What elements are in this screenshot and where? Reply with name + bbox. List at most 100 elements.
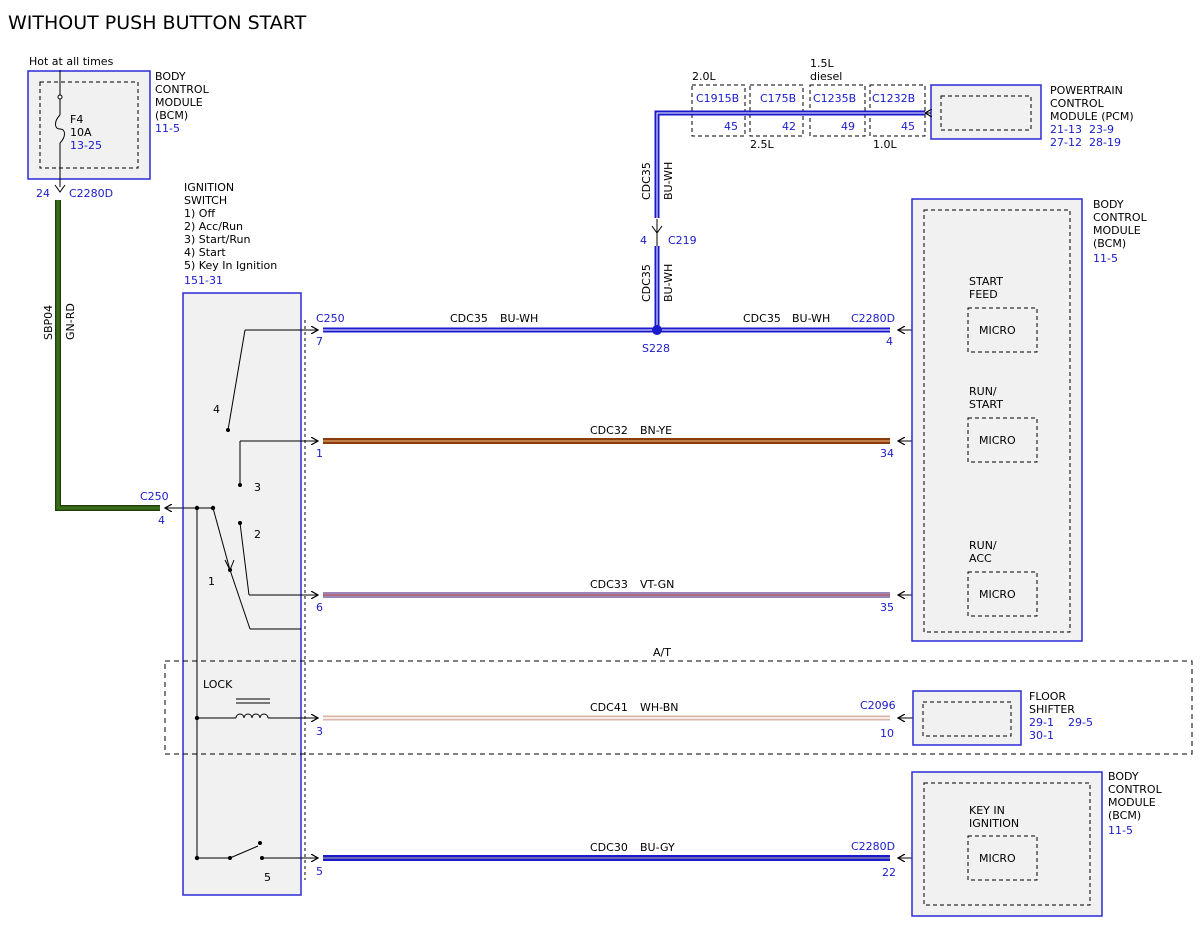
- switch-label-2: SWITCH: [184, 194, 227, 207]
- bcm-key-name-1: BODY: [1108, 770, 1139, 783]
- wire-3-color: VT-GN: [640, 578, 674, 591]
- wire-4-circuit: CDC41: [590, 701, 628, 714]
- wire-4-left-pin: 3: [316, 725, 323, 738]
- pcm-name-1: POWERTRAIN: [1050, 84, 1123, 97]
- floor-shifter-ref-2: 29-5: [1068, 716, 1093, 729]
- wire-1-color: BU-WH: [500, 312, 538, 325]
- micro-start-feed-label: MICRO: [979, 324, 1016, 337]
- micro-run-start: [967, 417, 1038, 463]
- pcm-name-2: CONTROL: [1050, 97, 1105, 110]
- micro-run-start-label: MICRO: [979, 434, 1016, 447]
- wire-4-right-pin: 10: [880, 727, 894, 740]
- key-in-ignition-label-1: KEY IN: [969, 804, 1005, 817]
- pcm-ref-2: 23-9: [1089, 123, 1114, 136]
- feed-wire: SBP04 GN-RD C250 4: [42, 200, 183, 527]
- floor-shifter-inner: [922, 701, 1012, 737]
- switch-position-off: 1) Off: [184, 207, 215, 220]
- wire-cdc41: 3 CDC41 WH-BN 10 C2096: [305, 699, 918, 740]
- pcm-name-3: MODULE (PCM): [1050, 110, 1134, 123]
- switch-position-start-run: 3) Start/Run: [184, 233, 250, 246]
- ignition-switch: IGNITION SWITCH 1) Off 2) Acc/Run 3) Sta…: [182, 181, 306, 896]
- wire-3-circuit: CDC33: [590, 578, 628, 591]
- pcm-pin-1: 45: [724, 120, 738, 133]
- switch-pos-1: 1: [208, 575, 215, 588]
- run-start-label-2: START: [969, 398, 1003, 411]
- upper-wire-circuit: CDC35: [640, 162, 653, 200]
- bcm-main-inner: [923, 209, 1071, 633]
- wire-2-color: BN-YE: [640, 424, 672, 437]
- splice-dot: [652, 325, 662, 335]
- lower-wire-color: BU-WH: [662, 264, 675, 302]
- micro-run-acc: [967, 571, 1038, 617]
- key-in-ignition-label-2: IGNITION: [969, 817, 1019, 830]
- wire-2-right-pin: 34: [880, 447, 894, 460]
- wire-5-circuit: CDC30: [590, 841, 628, 854]
- fuse-bcm-module: Hot at all times F4 10A 13-25 BODY CONTR…: [27, 55, 210, 200]
- pcm-pin-2: 42: [782, 120, 796, 133]
- connector-chevron-icon: [54, 184, 66, 193]
- pcm-engine-2-0: 2.0L: [692, 70, 716, 83]
- bcm-key-name-3: MODULE: [1108, 796, 1156, 809]
- pcm-engine-1-5: 1.5L: [810, 57, 834, 70]
- wire-3-left-pin: 6: [316, 601, 323, 614]
- bcm-key-module: BODY CONTROL MODULE (BCM) 11-5 KEY IN IG…: [911, 770, 1163, 917]
- pcm-box: [930, 84, 1042, 140]
- pcm-pin-3: 49: [841, 120, 855, 133]
- switch-position-key-in: 5) Key In Ignition: [184, 259, 277, 272]
- fuse-bcm-box: [27, 70, 151, 180]
- pcm-ref-4: 28-19: [1089, 136, 1121, 149]
- bcm-key-ref: 11-5: [1108, 824, 1133, 837]
- switch-input-connector: C250: [140, 490, 169, 503]
- switch-position-acc-run: 2) Acc/Run: [184, 220, 243, 233]
- pcm-engine-diesel: diesel: [810, 70, 842, 83]
- c219-pin: 4: [640, 234, 647, 247]
- fuse-rating: 10A: [70, 126, 92, 139]
- switch-label-1: IGNITION: [184, 181, 234, 194]
- switch-box: [182, 292, 302, 896]
- lower-wire-circuit: CDC35: [640, 264, 653, 302]
- wire-2-left-pin: 1: [316, 447, 323, 460]
- wire-5-right-connector: C2280D: [851, 840, 895, 853]
- feed-wire-color: GN-RD: [64, 303, 77, 340]
- lock-coil-icon: [235, 713, 269, 719]
- pcm-ref-1: 21-13: [1050, 123, 1082, 136]
- switch-pos-4: 4: [213, 403, 220, 416]
- fuse-bcm-name-1: BODY: [155, 70, 186, 83]
- bcm-main-box: [911, 198, 1083, 642]
- floor-shifter-connector: C2096: [860, 699, 896, 712]
- pcm-connector-c1232b: C1232B: [872, 92, 915, 105]
- bcm-main-name-3: MODULE: [1093, 224, 1141, 237]
- fuse-bcm-connector: C2280D: [69, 187, 113, 200]
- pcm-engine-1-0: 1.0L: [873, 138, 897, 151]
- fuse-node: [57, 94, 63, 100]
- run-acc-label-2: ACC: [969, 552, 992, 565]
- bcm-main-name-1: BODY: [1093, 198, 1124, 211]
- pcm-connector-c1915b: C1915B: [696, 92, 739, 105]
- wire-5-left-pin: 5: [316, 865, 323, 878]
- pcm-ref-3: 27-12: [1050, 136, 1082, 149]
- fuse-icon: [55, 114, 65, 144]
- wire-5-right-pin: 22: [882, 866, 896, 879]
- bcm-key-inner: [923, 782, 1091, 906]
- fuse-bcm-ref: 11-5: [155, 122, 180, 135]
- floor-shifter-module: FLOOR SHIFTER 29-1 29-5 30-1: [912, 690, 1093, 746]
- switch-pos-5: 5: [264, 871, 271, 884]
- bcm-main-name-2: CONTROL: [1093, 211, 1148, 224]
- pcm-pin-4: 45: [901, 120, 915, 133]
- pcm-connector-c175b: C175B: [760, 92, 796, 105]
- pcm-module: 2.0L 1.5L diesel 2.5L 1.0L C1915B C175B …: [691, 57, 1134, 151]
- micro-start-feed: [967, 307, 1038, 353]
- fuse-bcm-pin: 24: [36, 187, 50, 200]
- wire-cdc35: S228 C250 7 CDC35 BU-WH CDC35 BU-WH C228…: [305, 312, 968, 355]
- bcm-key-name-2: CONTROL: [1108, 783, 1163, 796]
- bcm-main-module: BODY CONTROL MODULE (BCM) 11-5 START FEE…: [911, 198, 1148, 642]
- start-feed-label-2: FEED: [969, 288, 998, 301]
- c219-connector: C219: [668, 234, 697, 247]
- wire-1-left-pin: 7: [316, 335, 323, 348]
- fuse-bcm-name-2: CONTROL: [155, 83, 210, 96]
- upper-wire-color: BU-WH: [662, 162, 675, 200]
- hot-at-all-times-label: Hot at all times: [29, 55, 114, 68]
- floor-shifter-ref-3: 30-1: [1029, 729, 1054, 742]
- wire-1-circuit-right: CDC35: [743, 312, 781, 325]
